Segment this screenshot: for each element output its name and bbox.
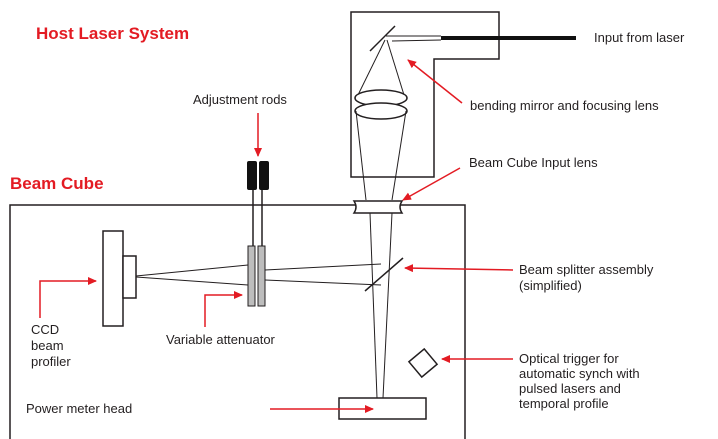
beam-to-lens-right bbox=[386, 39, 405, 96]
beam-to-lens-left bbox=[357, 39, 386, 96]
arrow-bending-mirror bbox=[407, 59, 463, 104]
input-beam-taper-bottom bbox=[391, 39, 442, 42]
beam-splitter bbox=[364, 257, 404, 292]
variable-attenuator-plate-2 bbox=[257, 245, 266, 307]
beam-splitter-label-line2: (simplified) bbox=[519, 278, 582, 293]
ccd-label-line1: CCD bbox=[31, 322, 60, 337]
adjustment-rods-label: Adjustment rods bbox=[193, 92, 287, 107]
bending-mirror-label: bending mirror and focusing lens bbox=[470, 98, 659, 113]
power-meter-head-label: Power meter head bbox=[26, 401, 133, 416]
input-from-laser-label: Input from laser bbox=[594, 30, 685, 45]
reflected-beam-bottom bbox=[264, 279, 382, 286]
beam-converge-left bbox=[355, 110, 367, 201]
arrow-beam-splitter bbox=[404, 264, 514, 273]
optical-trigger-label-line4: temporal profile bbox=[519, 396, 609, 411]
ccd-label-line2: beam bbox=[31, 338, 64, 353]
variable-attenuator-plate-1 bbox=[247, 245, 256, 307]
host-laser-system-title: Host Laser System bbox=[36, 24, 190, 43]
beam-cube-title: Beam Cube bbox=[10, 174, 104, 193]
arrow-ccd bbox=[39, 277, 97, 318]
host-laser-housing bbox=[350, 11, 500, 178]
ccd-label-line3: profiler bbox=[31, 354, 71, 369]
beam-cube-input-lens-label: Beam Cube Input lens bbox=[469, 155, 598, 170]
optical-trigger bbox=[407, 347, 439, 379]
beam-splitter-label-line1: Beam splitter assembly bbox=[519, 262, 654, 277]
beam-down-right bbox=[382, 212, 393, 399]
adjustment-rod-right-knob bbox=[259, 161, 269, 190]
beam-converge-right bbox=[391, 110, 407, 201]
arrow-variable-attenuator bbox=[204, 291, 243, 327]
ccd-beam-bottom bbox=[135, 276, 249, 286]
ccd-beam-top bbox=[135, 264, 249, 277]
optical-trigger-label-line1: Optical trigger for bbox=[519, 351, 619, 366]
ccd-profiler-sensor bbox=[122, 255, 137, 299]
arrow-input-lens bbox=[402, 167, 461, 201]
optical-trigger-label-line2: automatic synch with bbox=[519, 366, 640, 381]
ccd-profiler-body bbox=[102, 230, 124, 327]
focusing-lens-lower bbox=[354, 102, 408, 120]
bending-mirror bbox=[369, 25, 396, 52]
variable-attenuator-label: Variable attenuator bbox=[166, 332, 275, 347]
reflected-beam-top bbox=[264, 263, 382, 271]
adjustment-rod-left-knob bbox=[247, 161, 257, 190]
beam-down-left bbox=[369, 212, 378, 399]
beam-cube-input-lens bbox=[352, 200, 404, 214]
optical-trigger-label-line3: pulsed lasers and bbox=[519, 381, 621, 396]
beam-cube-enclosure bbox=[9, 204, 466, 439]
